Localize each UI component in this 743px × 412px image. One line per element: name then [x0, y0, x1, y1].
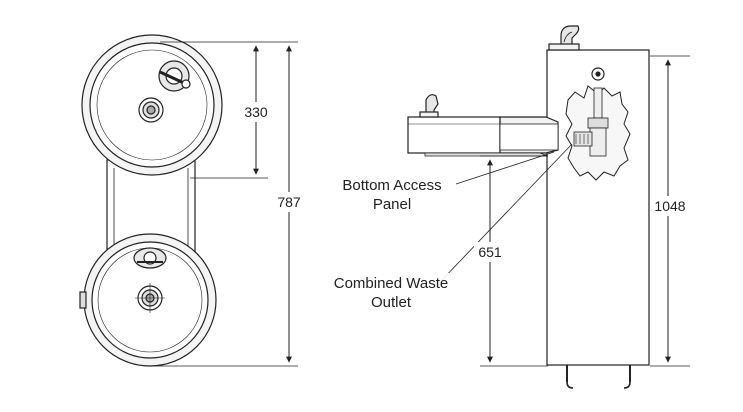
- dim-label-787: 787: [277, 194, 301, 210]
- label-combined-waste-line1: Combined Waste: [334, 275, 449, 292]
- lower-bowl: [79, 233, 217, 367]
- side-bowl: [407, 94, 559, 157]
- lower-bubbler-icon: [133, 247, 167, 269]
- label-bottom-access-line1: Bottom Access: [342, 177, 441, 194]
- cutaway-section: [565, 85, 631, 181]
- label-combined-waste-line2: Outlet: [371, 294, 412, 311]
- side-bubbler-icon: [419, 94, 439, 118]
- dim-label-330: 330: [244, 104, 268, 120]
- front-view: [79, 34, 298, 367]
- upper-bubbler-icon: [158, 60, 191, 92]
- leader-combined-waste-outlet: [439, 143, 573, 283]
- top-bubbler-icon: [548, 25, 580, 51]
- leader-bottom-access-panel: [455, 151, 555, 185]
- label-bottom-access-line2: Panel: [373, 196, 411, 213]
- dim-label-1048: 1048: [654, 198, 685, 214]
- pedestal-feet: [566, 365, 631, 389]
- upper-bowl: [81, 34, 223, 176]
- dim-label-651: 651: [478, 244, 502, 260]
